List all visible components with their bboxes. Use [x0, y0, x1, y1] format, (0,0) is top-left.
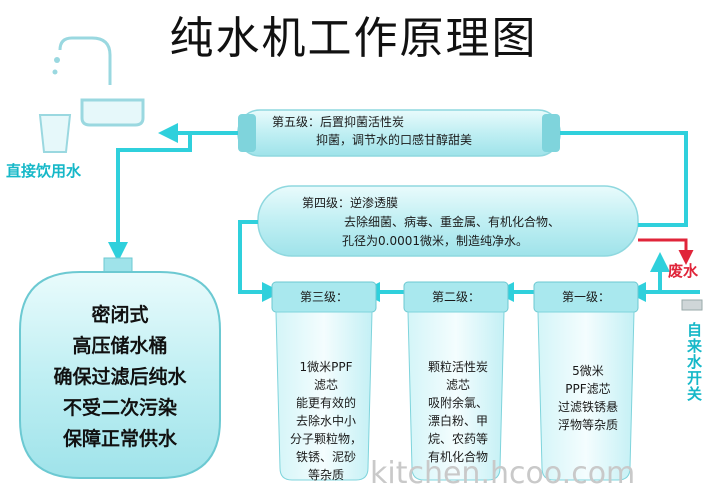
stage2-line: 颗粒活性炭 — [427, 360, 488, 374]
stage2-line: 漂白粉、甲 — [427, 414, 488, 428]
tank-line: 保障正常供水 — [62, 428, 177, 450]
tank-line: 确保过滤后纯水 — [53, 366, 187, 388]
stage4-title: 第四级：逆渗透膜 — [302, 196, 399, 210]
stage2-line: 烷、农药等 — [427, 432, 488, 446]
stage1-line: 浮物等杂质 — [557, 418, 618, 432]
stage1-line: 过滤铁锈悬 — [557, 400, 618, 414]
page-title: 纯水机工作原理图 — [169, 13, 538, 64]
stage2-line: 滤芯 — [445, 378, 470, 392]
tap-label: 自来水开关 — [685, 322, 703, 402]
stage3-line: 分子颗粒物， — [289, 432, 362, 446]
stage1-line: PPF滤芯 — [565, 382, 611, 396]
stage2-label: 第二级： — [432, 290, 481, 304]
stage2-text: 颗粒活性炭 滤芯 吸附余氯、 漂白粉、甲 烷、农药等 有机化合物 — [410, 358, 506, 466]
stage4-desc-1: 去除细菌、病毒、重金属、有机化合物、 — [344, 215, 561, 229]
tank-text: 密闭式 高压储水桶 确保过滤后纯水 不受二次污染 保障正常供水 — [20, 300, 220, 455]
waste-water-label: 废水 — [668, 262, 699, 280]
stage1-label: 第一级： — [562, 290, 611, 304]
stage2-housing — [403, 281, 509, 481]
stage3-text: 1微米PPF 滤芯 能更有效的 去除水中小 分子颗粒物， 铁锈、泥砂 等杂质 — [278, 358, 374, 484]
stage4-desc-2: 孔径为0.0001微米，制造纯净水。 — [342, 234, 528, 248]
stage3-line: 1微米PPF — [299, 360, 353, 374]
stage3-label: 第三级： — [300, 290, 349, 304]
stage3-line: 去除水中小 — [295, 414, 356, 428]
faucet-icon — [58, 36, 145, 127]
watermark: kitchen.hcoo.com — [370, 456, 636, 491]
stage3-line: 能更有效的 — [295, 396, 356, 410]
stage3-line: 等杂质 — [307, 468, 344, 482]
tap-icon — [681, 299, 703, 311]
stage2-line: 有机化合物 — [427, 450, 488, 464]
storage-tank — [19, 257, 221, 479]
stage3-line: 铁锈、泥砂 — [295, 450, 356, 464]
tank-line: 密闭式 — [91, 304, 149, 326]
stage3-housing — [271, 281, 377, 481]
drinking-water-label: 直接饮用水 — [6, 162, 82, 180]
stage1-housing — [533, 281, 639, 481]
stage3-line: 滤芯 — [313, 378, 338, 392]
stage5-desc: 抑菌，调节水的口感甘醇甜美 — [316, 133, 473, 147]
tank-line: 高压储水桶 — [72, 335, 168, 357]
stage5-title: 第五级：后置抑菌活性炭 — [272, 115, 405, 129]
cup-icon — [38, 114, 72, 153]
stage2-line: 吸附余氯、 — [427, 396, 488, 410]
stage1-line: 5微米 — [572, 364, 604, 378]
tank-line: 不受二次污染 — [62, 397, 177, 419]
stage1-text: 5微米 PPF滤芯 过滤铁锈悬 浮物等杂质 — [540, 362, 636, 434]
